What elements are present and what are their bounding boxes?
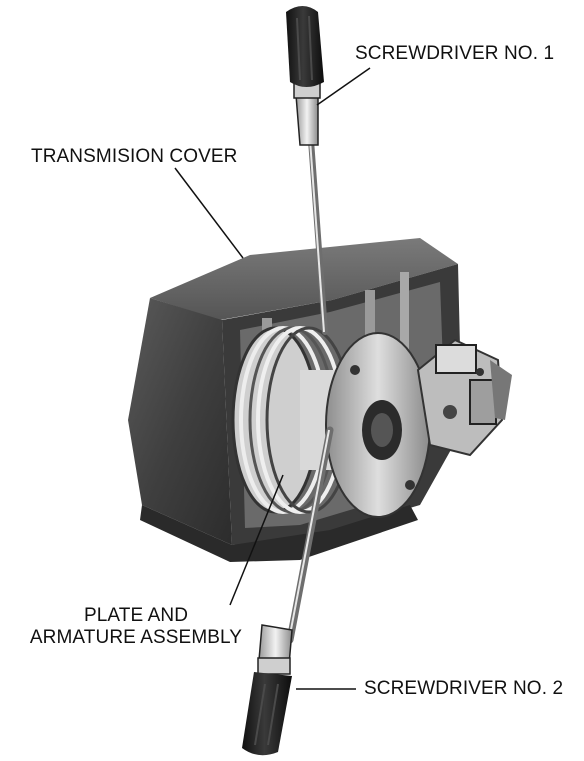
label-plate-line-1: PLATE AND <box>83 605 189 626</box>
leader-plate-armature <box>229 474 284 606</box>
brake-mechanism <box>416 338 512 457</box>
label-screwdriver-no-2: SCREWDRIVER NO. 2 <box>364 678 564 699</box>
label-transmission-cover: TRANSMISION COVER <box>31 146 238 167</box>
label-plate-line-2: ARMATURE ASSEMBLY <box>29 627 243 648</box>
leader-screwdriver-1 <box>316 67 371 106</box>
label-screwdriver-no-1: SCREWDRIVER NO. 1 <box>355 43 555 64</box>
leader-lines <box>174 67 371 690</box>
screwdriver-no-1 <box>286 6 328 335</box>
label-plate-and-armature: PLATE AND ARMATURE ASSEMBLY <box>6 605 266 649</box>
plate-and-armature-assembly <box>231 326 431 518</box>
screwdriver-no-2 <box>242 426 334 756</box>
leader-transmission-cover <box>174 167 244 259</box>
